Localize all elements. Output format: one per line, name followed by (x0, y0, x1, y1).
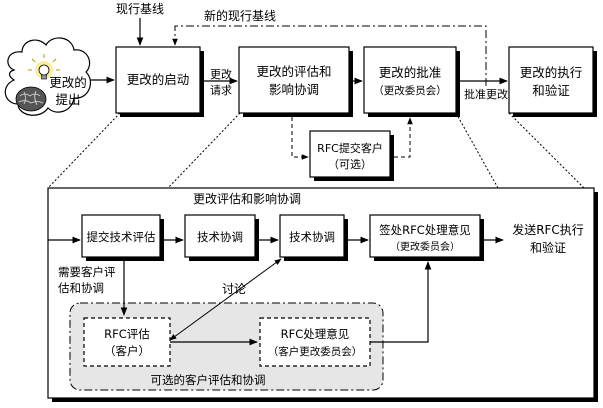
arrow-evaluate-to-optional-submit (291, 117, 309, 160)
send-label-line1: 发送RFC执行 (512, 222, 584, 237)
zoom-line-3 (455, 112, 499, 189)
initiate-label: 更改的启动 (127, 72, 190, 87)
need-customer-eval-line1: 需要客户评 (58, 265, 116, 279)
sign-opinion-label-line1: 签处RFC处理意见 (379, 223, 471, 237)
execute-label-line2: 和验证 (532, 83, 570, 98)
idea-cloud: 更改的 提出 (4, 37, 91, 116)
approved-change-label: 批准更改 (464, 87, 508, 101)
rfc-eval-label-line1: RFC评估 (104, 327, 150, 341)
new-baseline-feedback-line (172, 25, 487, 86)
tech-coord-1-label: 技术协调 (197, 230, 243, 244)
approve-label-line1: 更改的批准 (379, 65, 442, 80)
evaluate-box: 更改的评估和 影响协调 (238, 46, 353, 117)
tech-coord-2-label: 技术协调 (289, 230, 335, 244)
optional-submit-label-line2: （可选） (328, 158, 372, 171)
tech-coord-2-box: 技术协调 (279, 214, 348, 261)
change-request-label-line2: 请求 (210, 84, 232, 97)
rfc-eval-box: RFC评估 （客户） (83, 317, 171, 367)
idea-label-line1: 更改的 (49, 75, 87, 90)
optional-group-label: 可选的客户评估和协调 (151, 373, 266, 387)
execute-box: 更改的执行 和验证 (508, 46, 597, 117)
zoom-line-1 (47, 112, 121, 189)
zoom-line-2 (167, 112, 241, 189)
brain-icon (15, 86, 47, 112)
current-baseline-label: 现行基线 (116, 2, 164, 16)
discussion-arrow (169, 258, 282, 341)
zoom-line-4 (508, 112, 585, 189)
lightbulb-icon (28, 54, 60, 80)
change-request-label-line1: 更改 (210, 67, 232, 81)
arrow-rfc-opinion-to-sign (370, 261, 432, 343)
sign-opinion-label-line2: （更改委员会） (390, 240, 460, 253)
initiate-box: 更改的启动 (115, 46, 204, 117)
need-customer-eval-line2: 估和协调 (58, 281, 104, 295)
discussion-label: 讨论 (222, 282, 246, 296)
evaluate-label-line2: 影响协调 (269, 82, 319, 97)
rfc-opinion-label-line1: RFC处理意见 (281, 327, 350, 341)
send-label-line2: 和验证 (530, 240, 566, 255)
rfc-opinion-label-line2: （客户更改委员会） (268, 345, 363, 358)
tech-coord-1-box: 技术协调 (184, 214, 259, 261)
submit-eval-label: 提交技术评估 (87, 230, 156, 244)
approve-label-line2: （更改委员会） (373, 84, 447, 97)
approve-box: 更改的批准 （更改委员会） (363, 46, 460, 117)
optional-submit-label-line1: RFC提交客户 (317, 141, 383, 155)
arrow-optional-submit-to-approve (394, 117, 413, 158)
sign-opinion-box: 签处RFC处理意见 （更改委员会） (369, 214, 484, 261)
new-baseline-label: 新的现行基线 (204, 8, 276, 23)
execute-label-line1: 更改的执行 (520, 65, 583, 80)
optional-submit-box: RFC提交客户 （可选） (309, 130, 394, 181)
rfc-eval-label-line2: （客户） (104, 344, 150, 358)
evaluate-label-line1: 更改的评估和 (256, 64, 331, 79)
submit-eval-box: 提交技术评估 (81, 214, 164, 261)
rfc-opinion-box: RFC处理意见 （客户更改委员会） (259, 317, 371, 367)
detail-title: 更改评估和影响协调 (193, 191, 301, 206)
idea-label-line2: 提出 (55, 92, 80, 107)
